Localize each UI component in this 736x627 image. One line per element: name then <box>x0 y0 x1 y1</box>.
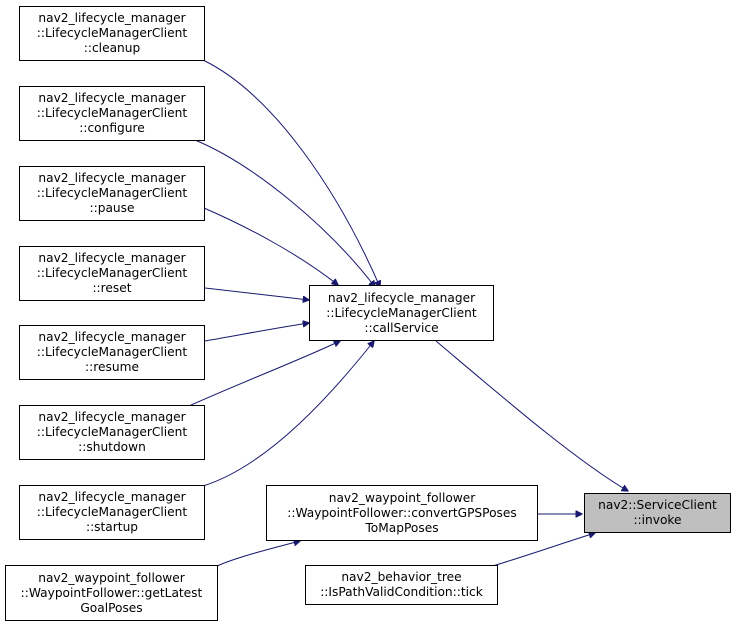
edge-callservice-to-invoke <box>435 340 628 491</box>
node-call-service-line-3: ::callService <box>364 320 439 335</box>
node-shutdown[interactable]: nav2_lifecycle_manager ::LifecycleManage… <box>19 405 205 460</box>
node-convert-gps-line-3: ToMapPoses <box>365 520 439 535</box>
edge-tick-to-invoke <box>485 533 595 569</box>
node-cleanup-line-1: nav2_lifecycle_manager <box>38 11 186 25</box>
edge-shutdown-to-callservice <box>188 341 340 407</box>
node-call-service[interactable]: nav2_lifecycle_manager ::LifecycleManage… <box>309 285 494 341</box>
node-resume[interactable]: nav2_lifecycle_manager ::LifecycleManage… <box>19 325 205 380</box>
edge-reset-to-callservice <box>204 287 309 300</box>
node-invoke-line-2: ::invoke <box>633 513 682 527</box>
node-shutdown-line-2: ::LifecycleManagerClient <box>36 425 188 439</box>
edge-cleanup-to-callservice <box>202 59 380 287</box>
node-startup[interactable]: nav2_lifecycle_manager ::LifecycleManage… <box>19 485 205 540</box>
node-reset-line-3: ::reset <box>92 281 132 295</box>
node-call-service-line-2: ::LifecycleManagerClient <box>326 305 477 320</box>
node-pause-line-1: nav2_lifecycle_manager <box>38 171 186 185</box>
node-get-latest[interactable]: nav2_waypoint_follower ::WaypointFollowe… <box>5 565 218 621</box>
edge-pause-to-callservice <box>203 207 338 285</box>
node-convert-gps[interactable]: nav2_waypoint_follower ::WaypointFollowe… <box>266 485 538 541</box>
node-invoke: nav2::ServiceClient ::invoke <box>584 493 731 533</box>
node-get-latest-line-2: ::WaypointFollower::getLatest <box>20 585 203 600</box>
node-get-latest-line-1: nav2_waypoint_follower <box>38 570 185 585</box>
node-startup-line-3: ::startup <box>85 520 139 534</box>
node-resume-line-2: ::LifecycleManagerClient <box>36 345 188 359</box>
edge-startup-to-callservice <box>202 341 374 487</box>
node-cleanup-line-3: ::cleanup <box>83 41 141 55</box>
node-configure-line-3: ::configure <box>79 121 145 135</box>
node-cleanup[interactable]: nav2_lifecycle_manager ::LifecycleManage… <box>19 6 205 61</box>
node-configure-line-1: nav2_lifecycle_manager <box>38 91 186 105</box>
edge-configure-to-callservice <box>194 139 375 287</box>
node-configure-line-2: ::LifecycleManagerClient <box>36 106 188 120</box>
node-resume-line-1: nav2_lifecycle_manager <box>38 330 186 344</box>
node-tick[interactable]: nav2_behavior_tree ::IsPathValidConditio… <box>305 565 498 605</box>
node-convert-gps-line-2: ::WaypointFollower::convertGPSPoses <box>287 505 517 520</box>
node-startup-line-1: nav2_lifecycle_manager <box>38 490 186 504</box>
node-configure[interactable]: nav2_lifecycle_manager ::LifecycleManage… <box>19 86 205 141</box>
node-reset-line-2: ::LifecycleManagerClient <box>36 266 188 280</box>
node-shutdown-line-1: nav2_lifecycle_manager <box>38 410 186 424</box>
node-pause-line-2: ::LifecycleManagerClient <box>36 186 188 200</box>
node-reset[interactable]: nav2_lifecycle_manager ::LifecycleManage… <box>19 246 205 301</box>
edge-getlatest-to-convertgps <box>216 541 300 567</box>
node-convert-gps-line-1: nav2_waypoint_follower <box>328 490 476 505</box>
edge-resume-to-callservice <box>204 323 309 342</box>
node-get-latest-line-3: GoalPoses <box>80 600 143 615</box>
node-startup-line-2: ::LifecycleManagerClient <box>36 505 188 519</box>
node-pause-line-3: ::pause <box>89 201 135 215</box>
node-tick-line-2: ::IsPathValidCondition::tick <box>320 585 483 599</box>
node-tick-line-1: nav2_behavior_tree <box>341 570 462 584</box>
node-pause[interactable]: nav2_lifecycle_manager ::LifecycleManage… <box>19 166 205 221</box>
node-resume-line-3: ::resume <box>85 360 139 374</box>
node-shutdown-line-3: ::shutdown <box>78 440 146 454</box>
node-invoke-line-1: nav2::ServiceClient <box>598 498 717 512</box>
node-cleanup-line-2: ::LifecycleManagerClient <box>36 26 188 40</box>
node-reset-line-1: nav2_lifecycle_manager <box>38 251 186 265</box>
node-call-service-line-1: nav2_lifecycle_manager <box>327 290 476 305</box>
